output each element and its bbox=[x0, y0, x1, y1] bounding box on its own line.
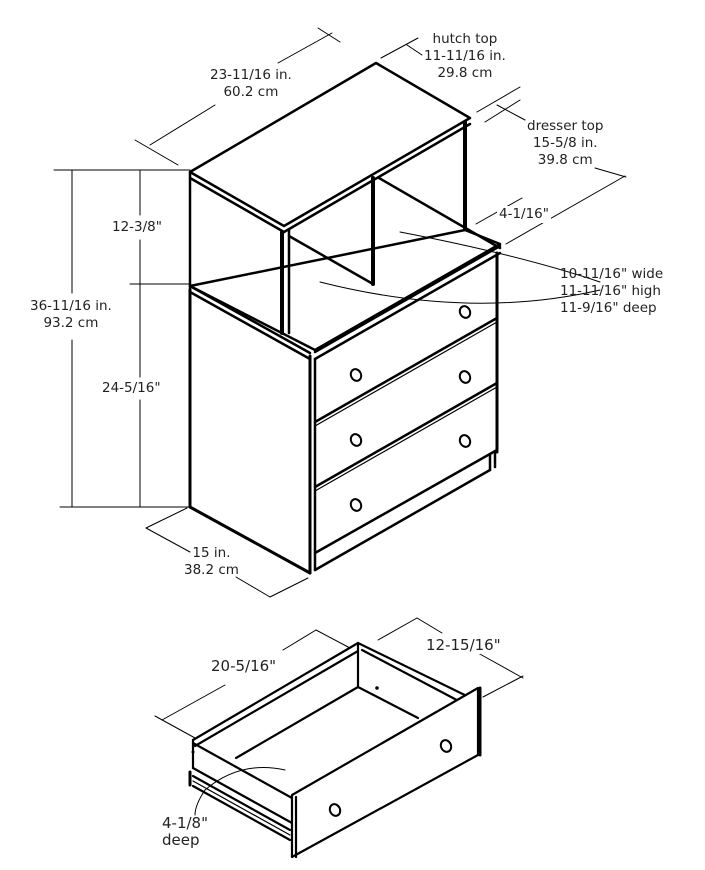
hutch-height-label: 12-3/8" bbox=[110, 219, 164, 236]
overall-width-imperial: 23-11/16 in. bbox=[210, 67, 292, 83]
hutch-top-label: hutch top 11-11/16 in. 29.8 cm bbox=[424, 31, 506, 82]
depth-imperial: 15 in. bbox=[192, 545, 231, 561]
overall-width-metric: 60.2 cm bbox=[223, 84, 279, 100]
cubby-deep: 11-9/16" deep bbox=[560, 300, 657, 316]
hutch-top-imperial: 11-11/16 in. bbox=[424, 48, 506, 64]
overall-width-label: 23-11/16 in. 60.2 cm bbox=[210, 67, 292, 101]
knobs bbox=[349, 305, 472, 512]
dresser-top-title: dresser top bbox=[527, 118, 604, 134]
drawer-knobs bbox=[328, 739, 453, 817]
dresser-height-label: 24-5/16" bbox=[100, 380, 163, 397]
hutch bbox=[188, 61, 502, 335]
depth-metric: 38.2 cm bbox=[184, 562, 239, 578]
cubby-high: 11-11/16" high bbox=[560, 283, 661, 299]
cubby-label: 10-11/16" wide 11-11/16" high 11-9/16" d… bbox=[560, 266, 663, 317]
overall-height-label: 36-11/16 in. 93.2 cm bbox=[28, 298, 114, 332]
dresser-top-label: dresser top 15-5/8 in. 39.8 cm bbox=[527, 118, 603, 169]
drawer-depth-value: 4-1/8" bbox=[162, 814, 208, 832]
loose-drawer bbox=[188, 641, 482, 859]
hutch-setback-label: 4-1/16" bbox=[497, 206, 551, 223]
drawer-length-label: 20-5/16" bbox=[209, 657, 279, 675]
dresser bbox=[188, 228, 502, 575]
hutch-top-metric: 29.8 cm bbox=[437, 65, 493, 81]
overall-height-metric: 93.2 cm bbox=[43, 315, 99, 331]
drawer-depth-word: deep bbox=[162, 831, 200, 849]
drawer-depth-label: 4-1/8" deep bbox=[162, 815, 208, 849]
depth-label: 15 in. 38.2 cm bbox=[184, 545, 239, 579]
drawer-width-label: 12-15/16" bbox=[424, 636, 503, 654]
dresser-top-imperial: 15-5/8 in. bbox=[532, 135, 598, 151]
hutch-top-title: hutch top bbox=[432, 31, 498, 47]
cubby-wide: 10-11/16" wide bbox=[560, 266, 664, 282]
dresser-top-metric: 39.8 cm bbox=[537, 152, 593, 168]
overall-height-imperial: 36-11/16 in. bbox=[30, 298, 112, 314]
